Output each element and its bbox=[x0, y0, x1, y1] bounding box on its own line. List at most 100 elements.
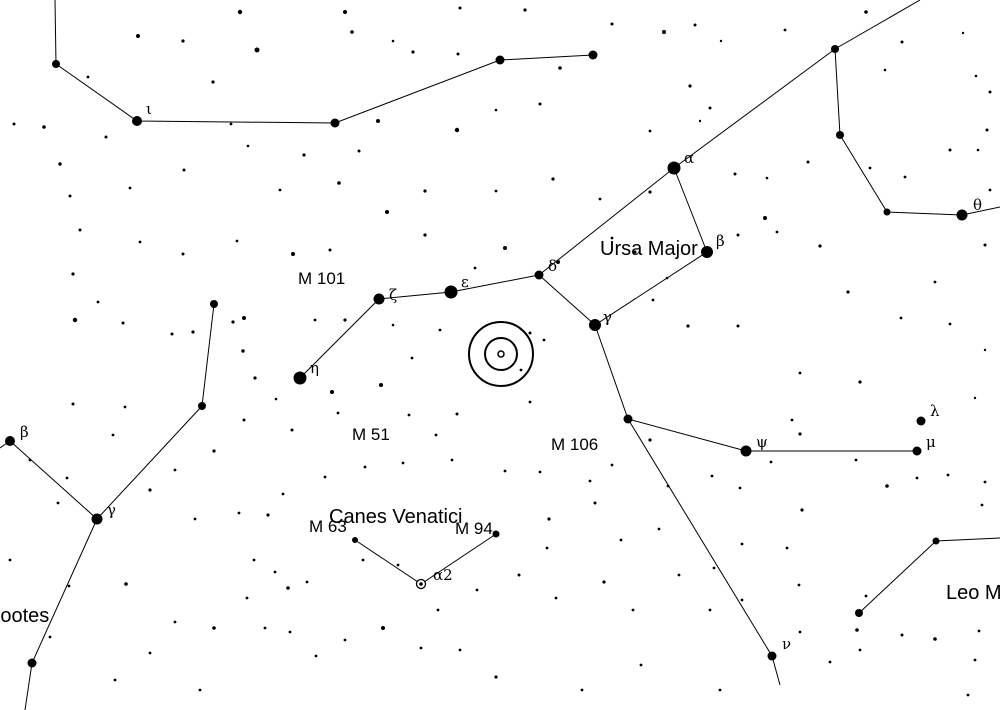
label-uma-theta: θ bbox=[973, 196, 982, 214]
boo-star-3 bbox=[198, 402, 206, 410]
faint-star bbox=[229, 122, 233, 126]
faint-star bbox=[361, 558, 365, 562]
faint-star bbox=[528, 400, 532, 404]
uma-psi-star bbox=[740, 445, 752, 457]
faint-star bbox=[988, 90, 992, 94]
faint-star bbox=[71, 402, 75, 406]
faint-star bbox=[864, 594, 868, 598]
faint-star bbox=[8, 558, 12, 562]
faint-star bbox=[915, 476, 919, 480]
faint-star bbox=[610, 22, 614, 26]
boo-star-4 bbox=[210, 300, 218, 308]
faint-star bbox=[983, 243, 987, 247]
faint-star bbox=[396, 563, 400, 567]
faint-star bbox=[65, 476, 69, 480]
faint-star bbox=[538, 470, 542, 474]
faint-star bbox=[273, 570, 277, 574]
faint-star bbox=[104, 135, 108, 139]
faint-star bbox=[854, 458, 858, 462]
faint-star bbox=[785, 546, 789, 550]
faint-star bbox=[121, 321, 125, 325]
faint-star bbox=[733, 172, 737, 176]
faint-star bbox=[407, 413, 411, 417]
faint-star bbox=[966, 693, 970, 697]
cvn-alpha2-core bbox=[419, 582, 423, 586]
faint-star bbox=[254, 47, 260, 53]
faint-star bbox=[286, 586, 290, 590]
faint-star bbox=[78, 228, 82, 232]
target-center bbox=[497, 350, 505, 358]
faint-star bbox=[494, 675, 498, 679]
faint-star bbox=[237, 511, 241, 515]
faint-star bbox=[899, 316, 903, 320]
faint-star bbox=[138, 240, 142, 244]
label-leo-minor: Leo M bbox=[946, 582, 1000, 604]
faint-star bbox=[181, 252, 185, 256]
uma-leg-line bbox=[594, 324, 917, 452]
faint-star bbox=[545, 546, 549, 550]
uma-gamma-star bbox=[589, 319, 601, 331]
faint-star bbox=[252, 558, 256, 562]
faint-star bbox=[458, 6, 462, 10]
faint-star bbox=[503, 469, 507, 473]
named-stars bbox=[5, 45, 968, 668]
faint-star bbox=[450, 458, 454, 462]
faint-star bbox=[434, 433, 438, 437]
label-m51: M 51 bbox=[352, 425, 390, 444]
label-uma-nu: ν bbox=[782, 635, 791, 653]
faint-star bbox=[411, 50, 415, 54]
faint-star bbox=[381, 626, 385, 630]
label-m106: M 106 bbox=[551, 435, 598, 454]
faint-star bbox=[193, 517, 197, 521]
faint-star bbox=[281, 492, 285, 496]
faint-star bbox=[170, 332, 174, 336]
faint-star bbox=[71, 272, 75, 276]
faint-star bbox=[662, 30, 666, 34]
faint-star bbox=[738, 486, 742, 490]
constellation-labels: Ursa Major Canes Venatici Bootes Leo M bbox=[0, 238, 1000, 627]
label-uma-gamma: γ bbox=[603, 308, 612, 326]
faint-star bbox=[438, 328, 442, 332]
faint-star bbox=[551, 177, 555, 181]
faint-star bbox=[48, 635, 52, 639]
faint-star bbox=[983, 348, 987, 352]
faint-star bbox=[376, 119, 380, 123]
faint-star bbox=[288, 630, 292, 634]
faint-star bbox=[391, 323, 395, 327]
faint-star bbox=[328, 248, 332, 252]
dra-star-1 bbox=[52, 60, 60, 68]
faint-star bbox=[494, 189, 498, 193]
faint-star bbox=[385, 210, 389, 214]
faint-star bbox=[712, 566, 716, 570]
faint-star bbox=[242, 316, 246, 320]
faint-star bbox=[783, 28, 787, 32]
faint-star bbox=[290, 428, 294, 432]
boo-star-5 bbox=[27, 658, 37, 668]
label-uma-psi: ψ bbox=[756, 433, 768, 451]
lmi-star-1 bbox=[855, 609, 863, 617]
faint-star bbox=[666, 484, 670, 488]
faint-star bbox=[336, 411, 340, 415]
faint-star bbox=[96, 300, 100, 304]
label-uma-mu: μ bbox=[926, 433, 936, 451]
faint-star bbox=[475, 588, 479, 592]
double-star-markers bbox=[415, 578, 427, 590]
faint-star bbox=[305, 580, 309, 584]
faint-star bbox=[718, 688, 722, 692]
faint-star bbox=[864, 10, 868, 14]
label-bootes: Bootes bbox=[0, 605, 49, 627]
faint-star bbox=[665, 276, 669, 280]
boo-gamma-star bbox=[91, 513, 103, 525]
boo-beta-star bbox=[5, 436, 15, 446]
faint-star bbox=[631, 608, 635, 612]
faint-star bbox=[554, 596, 558, 600]
faint-star bbox=[379, 383, 383, 387]
faint-star bbox=[698, 119, 702, 123]
faint-star bbox=[211, 80, 215, 84]
faint-star bbox=[181, 39, 185, 43]
faint-star bbox=[56, 501, 60, 505]
faint-star bbox=[903, 175, 907, 179]
faint-star bbox=[868, 166, 872, 170]
faint-star bbox=[619, 538, 623, 542]
faint-star bbox=[173, 468, 177, 472]
